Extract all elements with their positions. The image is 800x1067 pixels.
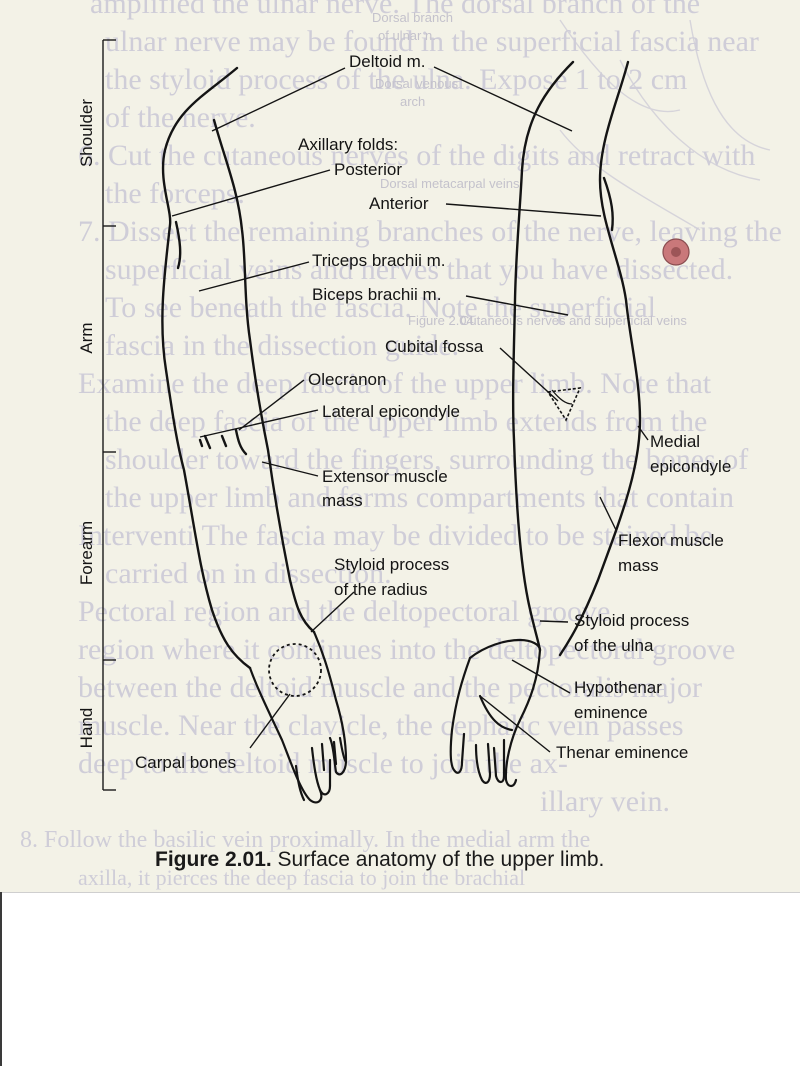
region-arm-label: Arm (77, 322, 96, 353)
leader-deltoid-left (211, 67, 346, 132)
leader-flexor (599, 496, 617, 531)
leader-medial-epicondyle (637, 425, 649, 441)
label-triceps: Triceps brachii m. (312, 251, 446, 270)
label-carpal-bones: Carpal bones (135, 753, 236, 772)
label-styloid-ulna-line1: Styloid process (574, 611, 689, 630)
label-deltoid: Deltoid m. (349, 52, 426, 71)
figure-number: Figure 2.01. (155, 848, 272, 871)
leader-olecranon (238, 379, 305, 431)
label-olecranon: Olecranon (308, 370, 386, 389)
figure-caption-text: Surface anatomy of the upper limb. (271, 848, 605, 871)
label-medial-epicondyle-line2: epicondyle (650, 457, 731, 476)
left-edge-line (0, 892, 2, 1066)
bleed-label: arch (400, 94, 425, 109)
label-biceps: Biceps brachii m. (312, 285, 441, 304)
label-medial-epicondyle-line1: Medial (650, 432, 700, 451)
label-styloid-ulna-line2: of the ulna (574, 636, 654, 655)
label-extensor-line2: mass (322, 491, 363, 510)
label-styloid-radius-line2: of the radius (334, 580, 428, 599)
bleed-label: of ulnar n. (378, 28, 436, 43)
cubital-fossa-outline (546, 387, 582, 422)
bleed-label: Cutaneous nerves and superficial veins (460, 313, 687, 328)
label-thenar: Thenar eminence (556, 743, 688, 762)
leader-carpal (249, 693, 291, 749)
leader-triceps (198, 261, 310, 292)
leader-cubital-fossa (499, 347, 559, 402)
posterior-limb-outline (161, 66, 316, 670)
bleed-label: Dorsal metacarpal veins (380, 176, 520, 191)
label-axillary-folds: Axillary folds: (298, 135, 398, 154)
scanned-page: amplified the ulnar nerve. The dorsal br… (0, 0, 800, 892)
region-forearm-label: Forearm (77, 521, 96, 585)
leader-styloid-radius (310, 591, 355, 633)
bleed-label: Figure 2.04 (408, 313, 474, 328)
carpal-bones-circle (268, 643, 322, 697)
cubital-fossa-crease (551, 389, 573, 405)
label-cubital-fossa: Cubital fossa (385, 337, 484, 356)
leader-thenar (479, 695, 551, 753)
leader-hypothenar (511, 659, 571, 694)
leader-extensor (261, 461, 319, 477)
blank-area (0, 892, 800, 1067)
bleed-label: Dorsal branch (372, 10, 453, 25)
label-hypothenar-line2: eminence (574, 703, 648, 722)
leader-biceps (465, 295, 569, 316)
label-flexor-line1: Flexor muscle (618, 531, 724, 550)
leader-lines (171, 66, 649, 753)
leader-posterior (171, 169, 331, 217)
leader-lateral-epicondyle (199, 409, 319, 438)
figure-caption: Figure 2.01. Surface anatomy of the uppe… (155, 848, 604, 872)
bleed-label: Dorsal venous (375, 76, 459, 91)
leader-deltoid-right (433, 66, 573, 132)
anterior-hand-outline (449, 638, 542, 788)
label-anterior: Anterior (369, 194, 429, 213)
region-shoulder-label: Shoulder (77, 99, 96, 167)
label-lateral-epicondyle: Lateral epicondyle (322, 402, 460, 421)
label-group: Deltoid m. Axillary folds: Posterior Ant… (135, 52, 731, 772)
region-hand-label: Hand (77, 708, 96, 749)
anterior-limb-outline (511, 60, 642, 657)
label-hypothenar-line1: Hypothenar (574, 678, 662, 697)
label-extensor-line1: Extensor muscle (322, 467, 448, 486)
leader-styloid-ulna (539, 620, 569, 623)
label-posterior: Posterior (334, 160, 402, 179)
label-styloid-radius-line1: Styloid process (334, 555, 449, 574)
label-flexor-line2: mass (618, 556, 659, 575)
region-bracket (102, 39, 116, 791)
upper-limb-diagram: Dorsal branch of ulnar n. Dorsal venous … (77, 10, 771, 804)
posterior-hand-outline (248, 630, 348, 804)
marker-dot-center (671, 247, 681, 257)
leader-anterior (445, 203, 602, 217)
